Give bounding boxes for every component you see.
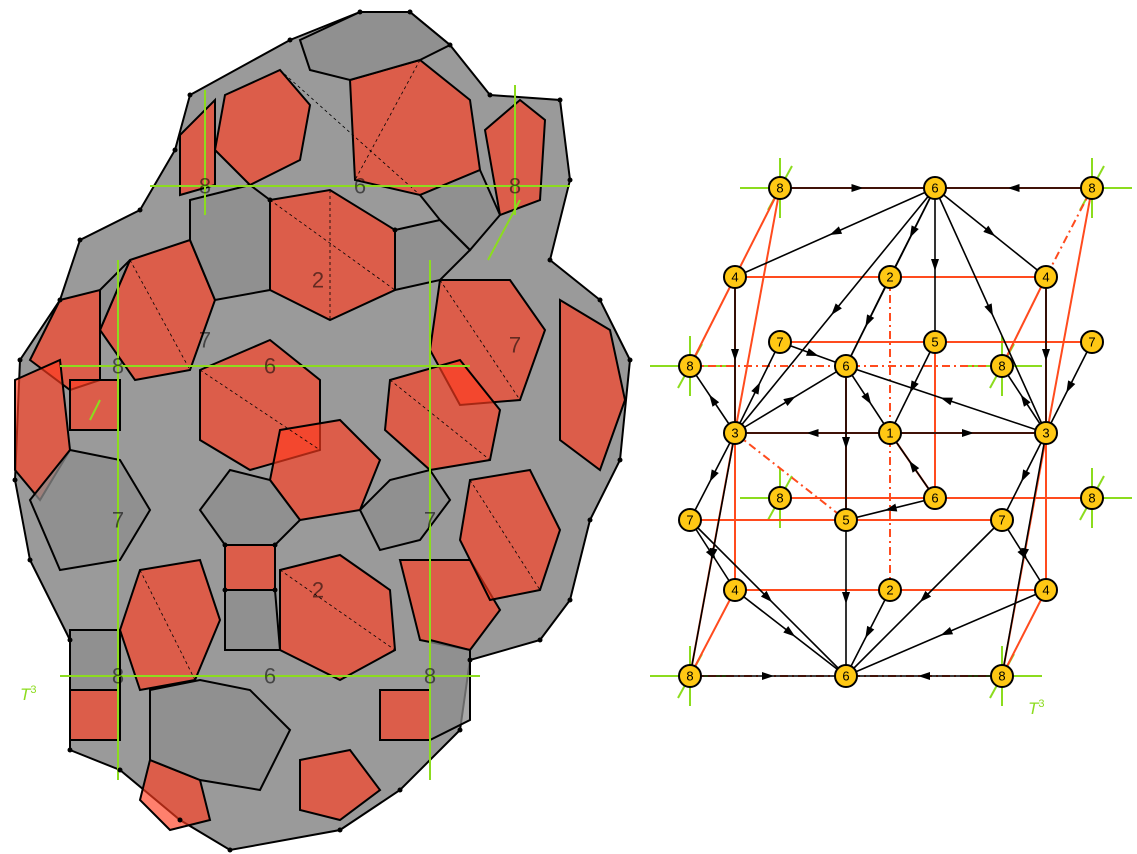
graph-node: 8 (769, 177, 791, 199)
edge-arrowhead (806, 348, 820, 360)
graph-node-label: 4 (1042, 270, 1049, 285)
graph-node: 3 (1035, 422, 1057, 444)
graph-node-label: 3 (1042, 426, 1049, 441)
edge-arrowhead (828, 226, 842, 238)
graph-node-label: 7 (686, 513, 693, 528)
edge-arrowhead (962, 429, 974, 437)
edge-arrowhead (939, 394, 953, 405)
graph-node-label: 2 (886, 270, 893, 285)
red-edge (735, 433, 846, 520)
graph-node-label: 4 (731, 583, 738, 598)
edge-arrowhead (939, 627, 953, 639)
graph-node: 8 (991, 355, 1013, 377)
graph-node-label: 5 (931, 335, 938, 350)
edge-arrowhead (862, 314, 874, 328)
graph-node: 6 (924, 487, 946, 509)
graph-node-label: 8 (1088, 181, 1095, 196)
graph-node: 5 (835, 509, 857, 531)
right-torus-label: T3 (1028, 698, 1045, 718)
graph-node: 5 (924, 331, 946, 353)
graph-node: 3 (724, 422, 746, 444)
graph-node: 2 (879, 266, 901, 288)
graph-node-label: 7 (776, 335, 783, 350)
graph-node-label: 6 (931, 181, 938, 196)
graph-node: 6 (835, 665, 857, 687)
edge-arrowhead (731, 349, 739, 361)
edge-arrowhead (842, 592, 850, 604)
edge-arrowhead (861, 392, 874, 406)
edge-arrowhead (762, 672, 774, 680)
graph-node-label: 8 (776, 491, 783, 506)
graph-node: 7 (769, 331, 791, 353)
graph-node-label: 8 (998, 359, 1005, 374)
graph-node: 8 (1081, 177, 1103, 199)
graph-node-label: 8 (998, 669, 1005, 684)
graph-node: 7 (1081, 331, 1103, 353)
graph-node: 8 (679, 665, 701, 687)
graph-node: 4 (1035, 579, 1057, 601)
edge-arrowhead (852, 184, 864, 192)
edge-arrowhead (1018, 469, 1031, 483)
graph-node: 8 (679, 355, 701, 377)
graph-node-label: 1 (886, 426, 893, 441)
graph-node-label: 7 (998, 513, 1005, 528)
graph-node: 6 (835, 355, 857, 377)
graph-node-label: 7 (1088, 335, 1095, 350)
graph-node-label: 4 (1042, 583, 1049, 598)
graph-node-label: 8 (686, 669, 693, 684)
edge-arrowhead (842, 437, 850, 449)
graph-node: 4 (1035, 266, 1057, 288)
graph-node: 7 (991, 509, 1013, 531)
graph-node: 8 (1081, 487, 1103, 509)
graph-node: 4 (724, 579, 746, 601)
graph-node-label: 3 (731, 426, 738, 441)
edge-arrowhead (706, 469, 719, 483)
red-edge (1002, 590, 1046, 676)
graph-nodes: 8 6 8 4 2 4 7 5 7 8 6 8 3 1 3 8 6 8 7 5 7 4 2 4 8 6 8 (679, 177, 1103, 687)
graph-node: 6 (924, 177, 946, 199)
edge-arrowhead (751, 380, 763, 394)
red-edge (735, 188, 780, 277)
graph-node: 8 (769, 487, 791, 509)
edge-arrowhead (1008, 184, 1020, 192)
graph-node-label: 4 (731, 270, 738, 285)
graph-node-label: 6 (842, 359, 849, 374)
graph-node: 8 (991, 665, 1013, 687)
graph-node-label: 6 (842, 669, 849, 684)
graph-node-label: 2 (886, 583, 893, 598)
edge-arrowhead (931, 259, 939, 271)
edge-arrowhead (1042, 349, 1050, 361)
graph-node: 4 (724, 266, 746, 288)
edge-arrowhead (918, 672, 930, 680)
graph-node-label: 5 (842, 513, 849, 528)
graph-node-label: 6 (931, 491, 938, 506)
graph-node-label: 8 (1088, 491, 1095, 506)
edge-arrowhead (1063, 380, 1076, 394)
graph-node: 2 (879, 579, 901, 601)
red-edge (690, 277, 735, 366)
edge-arrowhead (706, 392, 719, 406)
edge-arrowhead (862, 626, 875, 640)
edge-arrowhead (783, 393, 797, 406)
red-edge (690, 590, 735, 676)
graph-node-label: 8 (776, 181, 783, 196)
graph-node-label: 8 (686, 359, 693, 374)
edge-arrowhead (807, 429, 819, 437)
edge-arrowhead (984, 303, 996, 317)
graph-node: 1 (879, 422, 901, 444)
graph-node: 7 (679, 509, 701, 531)
red-edge (1002, 277, 1046, 366)
